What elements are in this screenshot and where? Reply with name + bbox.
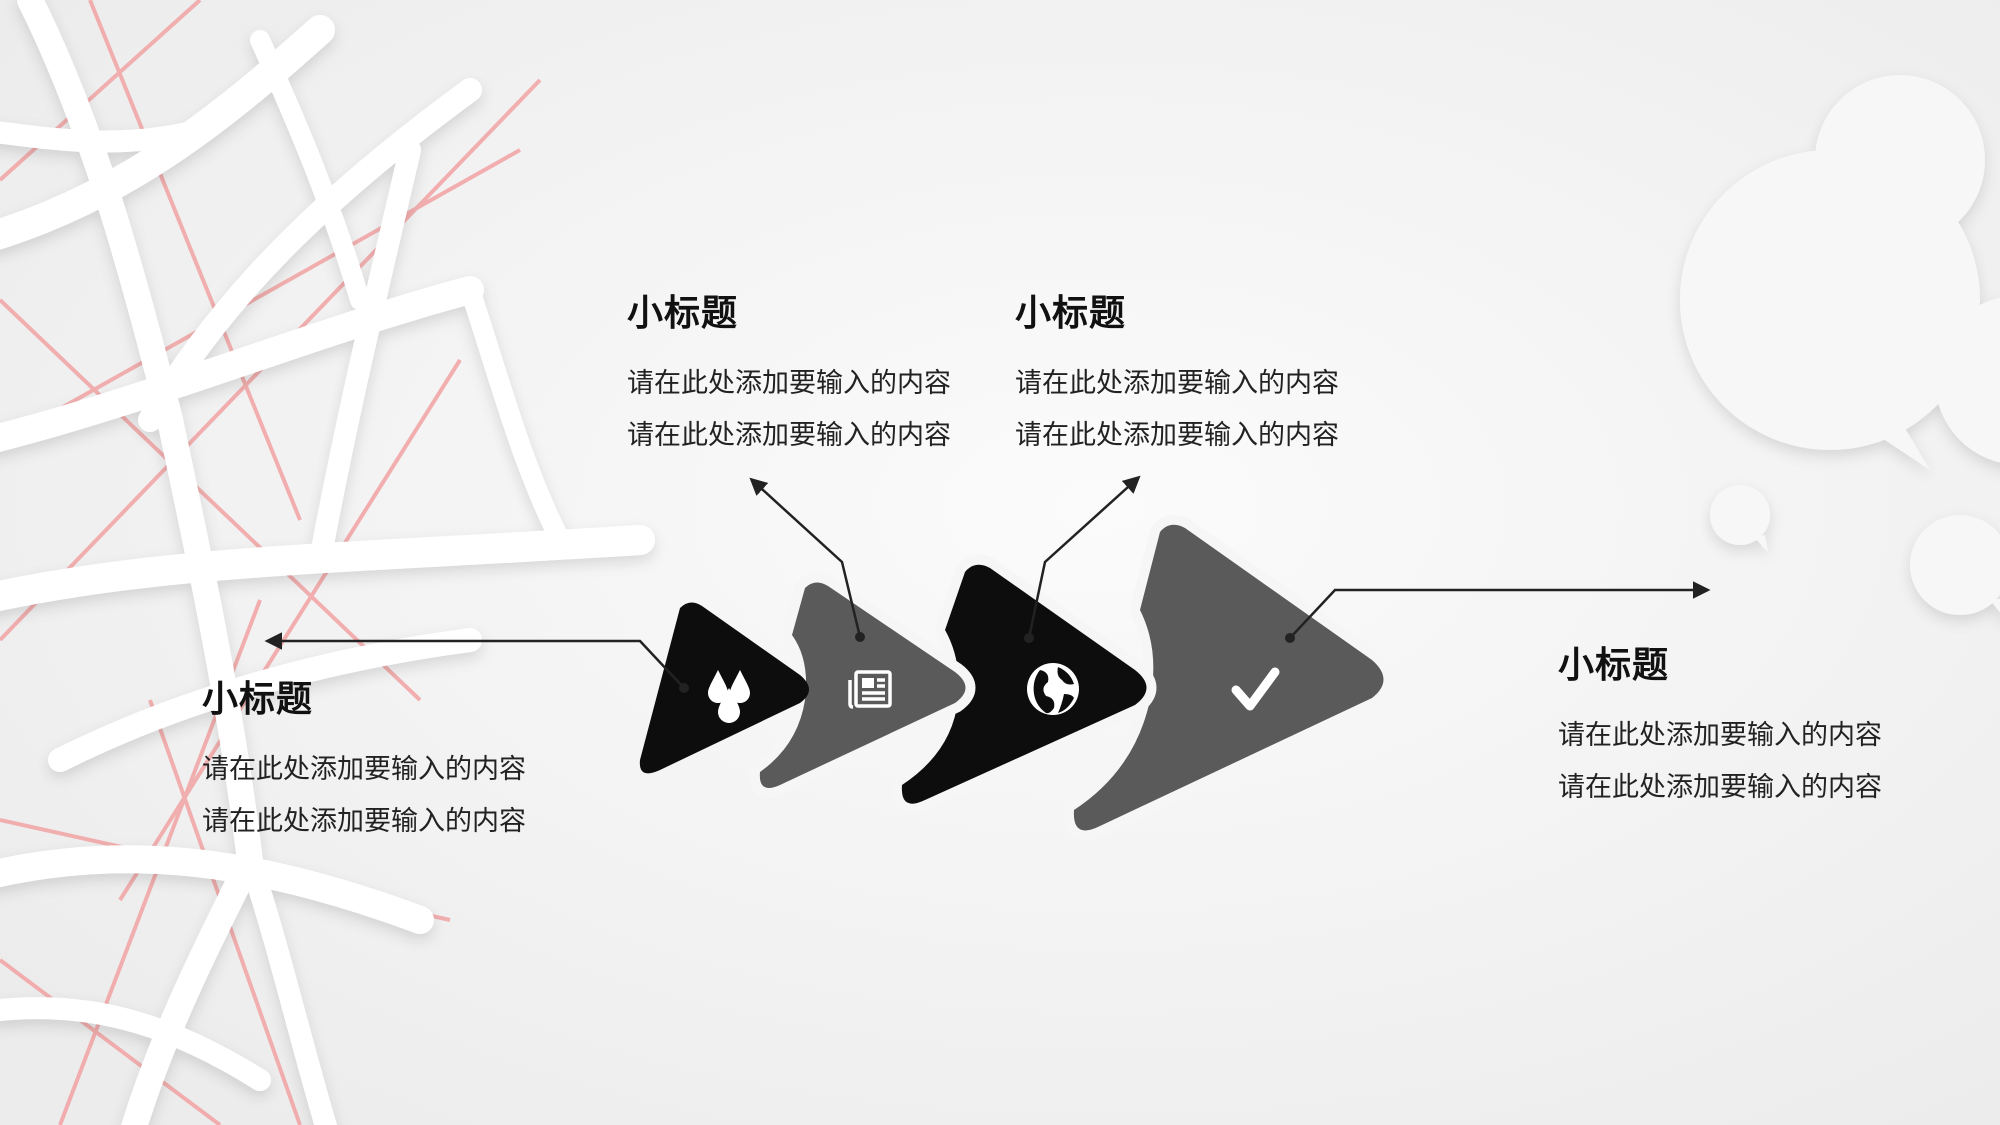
step-3-title: 小标题	[1015, 293, 1127, 334]
step-4-description: 请在此处添加要输入的内容请在此处添加要输入的内容	[1558, 720, 1882, 803]
connector-lines	[264, 475, 1711, 689]
connector-step-4	[1289, 581, 1711, 639]
step-1-title: 小标题	[202, 679, 314, 720]
step-3-description: 请在此处添加要输入的内容请在此处添加要输入的内容	[1015, 368, 1339, 451]
connector-step-3	[1027, 475, 1141, 639]
step-2-text: 小标题 请在此处添加要输入的内容请在此处添加要输入的内容	[627, 292, 957, 462]
step-2-description: 请在此处添加要输入的内容请在此处添加要输入的内容	[627, 368, 951, 451]
step-2-title: 小标题	[627, 293, 739, 334]
white-branch-pattern	[0, 0, 655, 1125]
connector-step-1	[264, 632, 685, 689]
step-1-text: 小标题 请在此处添加要输入的内容请在此处添加要输入的内容	[202, 678, 532, 848]
water-drops-icon	[708, 670, 750, 723]
globe-icon	[1027, 663, 1079, 715]
speech-bubble-decoration	[1680, 75, 2000, 615]
step-3-text: 小标题 请在此处添加要输入的内容请在此处添加要输入的内容	[1015, 292, 1345, 462]
connector-dots	[679, 632, 1295, 693]
checkmark-icon	[1231, 667, 1280, 711]
step-4-title: 小标题	[1558, 645, 1670, 686]
newspaper-icon	[848, 670, 892, 709]
step-1-description: 请在此处添加要输入的内容请在此处添加要输入的内容	[202, 754, 526, 837]
step-4-text: 小标题 请在此处添加要输入的内容请在此处添加要输入的内容	[1558, 644, 1888, 814]
connector-step-2	[749, 477, 862, 638]
